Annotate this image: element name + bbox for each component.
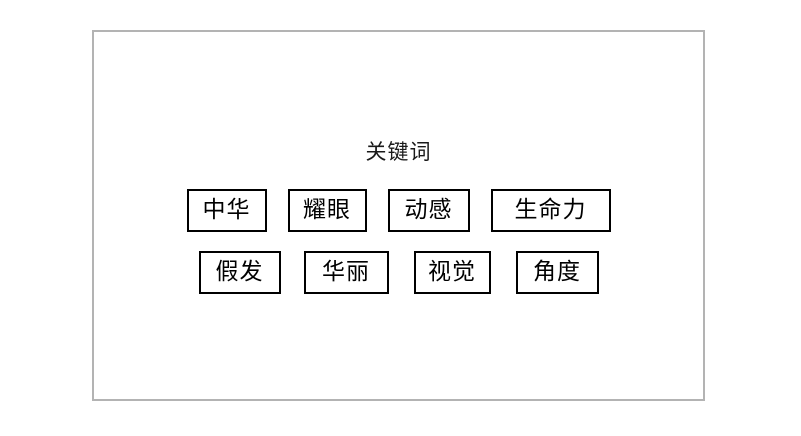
keyword-row-2: 假发 华丽 视觉 角度 <box>94 251 703 294</box>
keyword-chip-huali[interactable]: 华丽 <box>303 251 389 294</box>
keyword-chip-jiafa[interactable]: 假发 <box>198 251 281 294</box>
keyword-chip-donggan[interactable]: 动感 <box>387 189 470 232</box>
page-title: 关键词 <box>365 140 432 164</box>
keyword-chip-jiaodu[interactable]: 角度 <box>515 251 599 294</box>
slide-content-area: 关键词 中华 耀眼 动感 生命力 假发 华丽 视觉 角度 <box>94 32 703 399</box>
slide-frame: 关键词 中华 耀眼 动感 生命力 假发 华丽 视觉 角度 <box>92 30 705 401</box>
keyword-chip-shijue[interactable]: 视觉 <box>413 251 491 294</box>
keyword-row-1: 中华 耀眼 动感 生命力 <box>94 189 703 232</box>
keyword-chip-shengmingli[interactable]: 生命力 <box>490 189 611 232</box>
keyword-chip-yaoyan[interactable]: 耀眼 <box>287 189 367 232</box>
keyword-chip-zhonghua[interactable]: 中华 <box>186 189 267 232</box>
